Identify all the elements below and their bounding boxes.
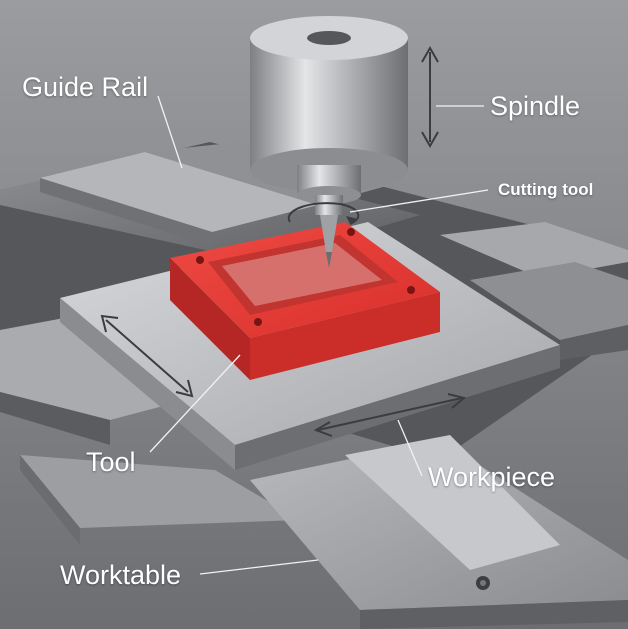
horizontal-double-arrow-icon	[313, 393, 467, 437]
spindle-assembly	[250, 16, 408, 268]
guide-rail-leader	[157, 95, 183, 169]
workpiece-block	[170, 222, 440, 380]
cutting-tool-label: Cutting tool	[498, 180, 594, 199]
tool-leader	[149, 354, 241, 453]
diagonal-double-arrow-icon	[100, 314, 194, 398]
right-rails	[440, 222, 628, 360]
worktable	[20, 435, 628, 629]
workpiece-leader	[397, 419, 423, 477]
spindle-label: Spindle	[490, 91, 581, 121]
leader-lines	[149, 95, 489, 575]
worktable-leader	[199, 559, 319, 575]
tool-label: Tool	[86, 447, 136, 477]
rotation-arrow-icon	[287, 202, 360, 225]
cutting-tool-leader	[349, 189, 489, 213]
guide-rail-label: Guide Rail	[22, 72, 149, 102]
worktable-label: Worktable	[60, 560, 182, 590]
workpiece-label: Workpiece	[428, 462, 556, 492]
vertical-double-arrow-icon	[421, 45, 439, 149]
